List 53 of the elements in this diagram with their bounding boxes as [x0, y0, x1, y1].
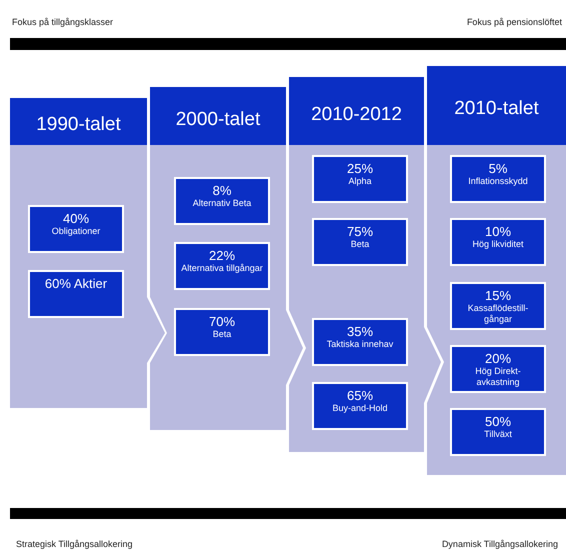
column-heading: 2000-talet	[176, 108, 260, 132]
percent-text: 10%	[484, 224, 512, 239]
allocation-box	[28, 270, 124, 318]
asset-class-text: Beta	[350, 239, 370, 250]
column-heading: 1990-talet	[36, 113, 121, 138]
percent-text: 5%	[488, 161, 508, 176]
allocation-box	[450, 282, 546, 330]
percent-text: 70%	[208, 314, 236, 329]
allocation-box	[312, 155, 408, 203]
percent-text: 40%	[62, 211, 90, 226]
asset-class-text: Buy-and-Hold	[332, 403, 388, 414]
period-column	[10, 98, 166, 408]
asset-class-text: Tillväxt	[484, 429, 512, 440]
allocation-box	[312, 218, 408, 266]
axis-label: Fokus på tillgångsklasser	[12, 16, 114, 29]
allocation-box	[450, 155, 546, 203]
percent-text: 65%	[346, 388, 374, 403]
allocation-box	[312, 318, 408, 366]
allocation-box	[312, 382, 408, 430]
period-column	[289, 77, 442, 452]
column-heading: 2010-talet	[454, 97, 539, 122]
asset-class-text: Obligationer	[52, 226, 100, 237]
allocation-box	[450, 345, 546, 393]
axis-label: Strategisk Tillgångsallokering	[16, 538, 133, 551]
column-heading: 2010-2012	[311, 102, 402, 127]
axis-label: Dynamisk Tillgångsallokering	[442, 538, 558, 551]
asset-class-text: 60% Aktier	[44, 276, 108, 291]
asset-class-text: Beta	[212, 329, 232, 340]
allocation-box	[174, 177, 270, 225]
percent-text: 8%	[212, 183, 232, 198]
asset-class-text: Alpha	[348, 176, 372, 187]
period-column	[427, 66, 566, 475]
axis-label: Fokus på pensionslöftet	[466, 16, 562, 29]
percent-text: 25%	[346, 161, 374, 176]
percent-text: 35%	[346, 324, 374, 339]
asset-class-text: Taktiska innehav	[326, 339, 394, 350]
asset-class-text: Inflationsskydd	[468, 176, 528, 187]
allocation-box	[450, 218, 546, 266]
percent-text: 22%	[208, 248, 236, 263]
asset-class-text: Hög likviditet	[472, 239, 524, 250]
allocation-box	[450, 408, 546, 456]
asset-class-text: Alternativa tillgångar	[181, 263, 263, 274]
period-column	[150, 87, 304, 430]
asset-class-text: Alternativ Beta	[192, 198, 252, 209]
allocation-box	[174, 308, 270, 356]
allocation-box	[174, 242, 270, 290]
asset-class-text: Kassaflödestill-gångar	[466, 303, 530, 325]
percent-text: 20%	[484, 351, 512, 366]
allocation-box	[28, 205, 124, 253]
percent-text: 50%	[484, 414, 512, 429]
percent-text: 15%	[484, 288, 512, 303]
asset-class-text: Hög Direkt-avkastning	[474, 366, 522, 388]
percent-text: 75%	[346, 224, 374, 239]
